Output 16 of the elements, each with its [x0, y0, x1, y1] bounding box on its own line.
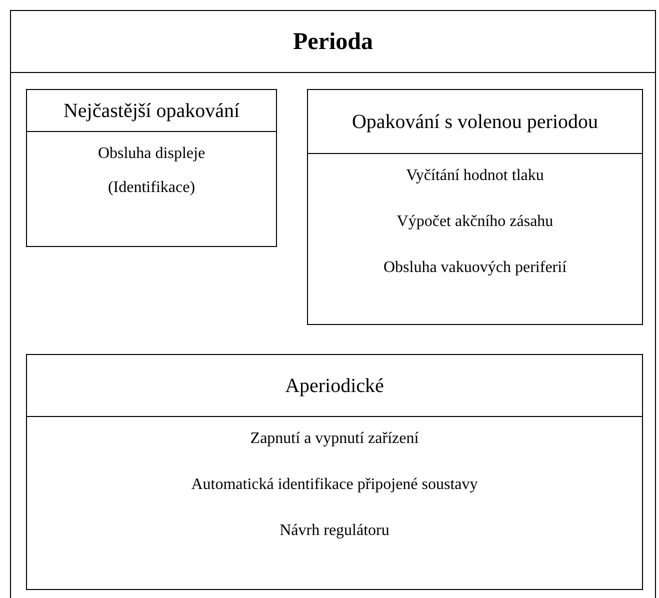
task-item: Výpočet akčního zásahu — [396, 212, 554, 232]
task-item: (Identifikace) — [108, 178, 196, 198]
group-box — [26, 354, 643, 590]
group-box — [307, 89, 643, 325]
task-item: Obsluha displeje — [98, 144, 206, 164]
task-item: Vyčítání hodnot tlaku — [406, 166, 544, 186]
task-item: Obsluha vakuových periferií — [383, 258, 567, 278]
outer-panel — [10, 10, 656, 598]
group-heading: Opakování s volenou periodou — [352, 110, 598, 134]
task-item: Automatická identifikace připojené soustavy — [191, 475, 478, 495]
task-item: Zapnutí a vypnutí zařízení — [250, 429, 419, 449]
group-box — [26, 89, 277, 247]
group-heading: Aperiodické — [285, 374, 384, 398]
group-heading: Nejčastější opakování — [63, 98, 240, 124]
task-item: Návrh regulátoru — [280, 521, 390, 541]
panel-title: Perioda — [293, 28, 373, 56]
